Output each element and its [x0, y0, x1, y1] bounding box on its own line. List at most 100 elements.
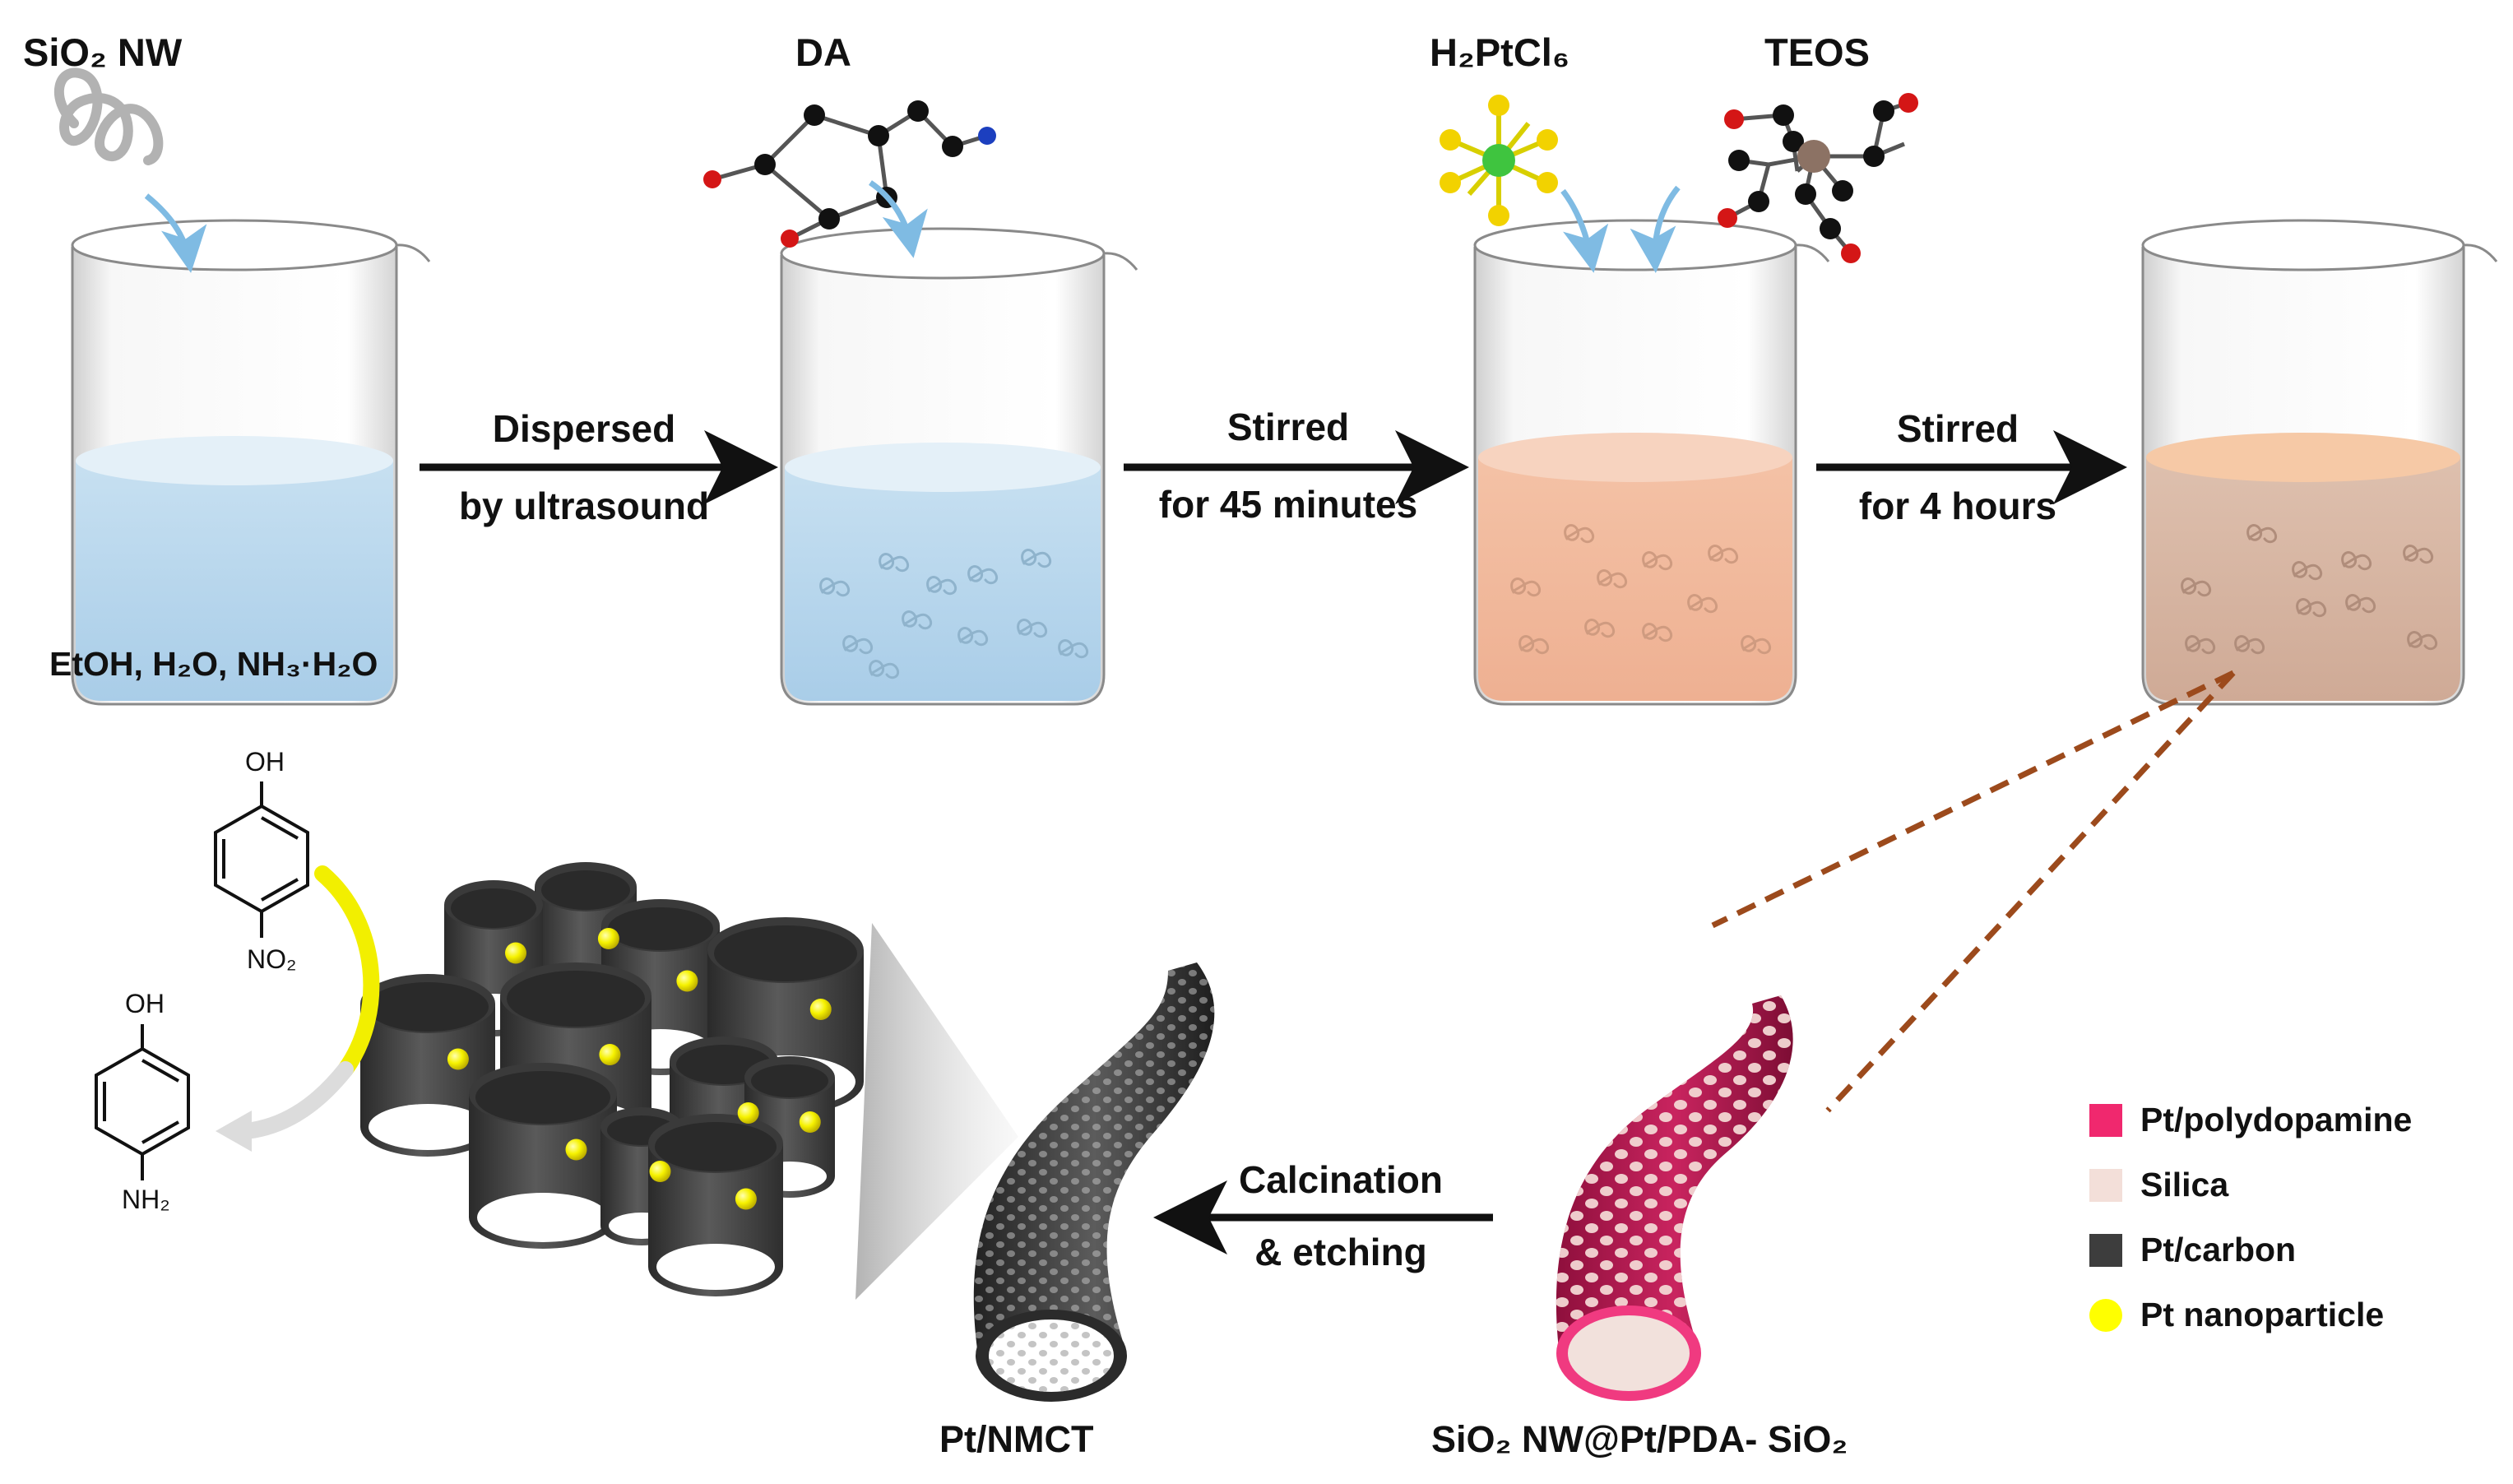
- nanowire-squiggle: [902, 610, 932, 630]
- nanowire-squiggle: [1021, 549, 1051, 568]
- nanowire-squiggle: [1058, 639, 1088, 659]
- beaker-1-solution: [76, 461, 393, 701]
- sio2-nanowire-icon: [54, 67, 164, 165]
- nanowire-squiggle: [926, 576, 957, 596]
- teos-molecule-icon: [1718, 93, 1918, 263]
- mesoporous-carbon-cylinders: [360, 862, 864, 1296]
- nanowire-squiggle: [2292, 561, 2322, 581]
- calcination-label: Calcination& etching: [1239, 1158, 1443, 1273]
- pt-nmct-tube-image: [973, 962, 1215, 1402]
- nanowire-squiggle: [1741, 635, 1771, 655]
- legend-label: Pt/polydopamine: [2140, 1101, 2413, 1139]
- composite-nanowire-image: [1556, 995, 1793, 1401]
- legend-item-pt-carbon: Pt/carbon: [2089, 1231, 2296, 1269]
- beaker-1: [71, 219, 431, 706]
- pt-nanoparticle: [737, 1102, 759, 1124]
- add-arrow-4: [1630, 185, 1681, 273]
- teos-label: TEOS: [1764, 30, 1870, 74]
- legend-label: Pt nanoparticle: [2140, 1296, 2385, 1333]
- legend-item-pt-polydopamine: Pt/polydopamine: [2089, 1101, 2412, 1139]
- beaker-4-solution: [2146, 457, 2460, 701]
- nanowire-squiggle: [2296, 598, 2326, 618]
- nanowire-squiggle: [1597, 569, 1627, 589]
- zoom-dashed-lines: [1711, 670, 2236, 1113]
- sio2-nw-label: SiO₂ NW: [23, 30, 183, 74]
- pt-nanoparticle: [649, 1161, 671, 1182]
- nanowire-squiggle: [2341, 551, 2372, 571]
- no2-label: NO₂: [247, 944, 297, 974]
- h2ptcl6-molecule-icon: [1440, 95, 1558, 226]
- pt-nanoparticle: [676, 970, 698, 992]
- nitrophenol-structure: [214, 781, 309, 938]
- nanowire-squiggle: [1584, 619, 1615, 638]
- oh-label-bottom: OH: [125, 989, 165, 1018]
- nanowire-squiggles: [819, 524, 2437, 679]
- cylinder-opening: [369, 1104, 487, 1150]
- h2ptcl6-label: H₂PtCl₆: [1430, 30, 1570, 74]
- nanowire-squiggle: [2403, 545, 2433, 564]
- legend-item-pt-nanoparticle: Pt nanoparticle: [2089, 1296, 2384, 1334]
- nanowire-squiggle: [879, 553, 909, 573]
- add-arrow-2: [869, 180, 928, 258]
- pt-nanoparticle: [809, 999, 832, 1020]
- nanowire-squiggle: [1564, 524, 1594, 544]
- nanowire-squiggle: [2185, 635, 2215, 655]
- nanowire-squiggle: [819, 577, 850, 597]
- nanowire-squiggle: [842, 635, 873, 655]
- pt-nanoparticle: [799, 1111, 821, 1133]
- pt-nanoparticle: [505, 942, 526, 964]
- nanowire-squiggle: [2407, 631, 2437, 651]
- nanowire-squiggle: [1017, 619, 1047, 638]
- add-arrow-1: [144, 193, 207, 273]
- dopamine-molecule-icon: [703, 100, 996, 248]
- magnification-cone: [855, 923, 1018, 1300]
- nanowire-squiggle: [1642, 623, 1672, 642]
- aminophenol-structure: [95, 1024, 190, 1180]
- pt-nmct-label: Pt/NMCT: [939, 1418, 1094, 1460]
- pt-nanoparticle: [597, 928, 619, 949]
- nanowire-squiggle: [1510, 577, 1541, 597]
- beaker-2-solution: [785, 467, 1101, 701]
- catalysis-arrow: [216, 865, 380, 1152]
- pt-nanoparticle: [599, 1044, 621, 1065]
- add-arrow-3: [1560, 188, 1609, 273]
- nanowire-squiggle: [1518, 635, 1549, 655]
- cylinder-pore: [541, 870, 630, 910]
- nanowire-squiggle: [1642, 551, 1672, 571]
- cylinder-pore: [655, 1122, 777, 1171]
- composite-label: SiO₂ NW@Pt/PDA- SiO₂: [1431, 1418, 1848, 1460]
- nanowire-squiggle: [2246, 524, 2277, 544]
- legend-label: Pt/carbon: [2140, 1231, 2297, 1268]
- nanowire-squiggle: [1708, 545, 1738, 564]
- cylinder-pore: [714, 925, 857, 981]
- pt-nanoparticle: [447, 1048, 469, 1070]
- nh2-label: NH₂: [122, 1185, 170, 1214]
- legend-label: Silica: [2140, 1166, 2229, 1203]
- cylinder-pore: [608, 907, 713, 950]
- pt-nanoparticle: [565, 1139, 587, 1161]
- legend-swatch: [2089, 1298, 2122, 1332]
- cylinder-pore: [475, 1071, 610, 1124]
- oh-label-top: OH: [245, 747, 285, 777]
- beaker-4: [2141, 219, 2498, 706]
- cylinder-pore: [367, 982, 489, 1032]
- nanowire-squiggle: [869, 660, 899, 679]
- nanowire-squiggle: [1687, 594, 1718, 614]
- nanowire-squiggle: [2181, 577, 2211, 597]
- legend-swatch: [2089, 1103, 2122, 1137]
- cylinder-opening: [656, 1244, 775, 1290]
- pt-nanoparticle: [735, 1188, 757, 1210]
- beaker-3-solution: [1478, 457, 1792, 701]
- solvents-label: EtOH, H₂O, NH₃·H₂O: [49, 645, 378, 683]
- da-label: DA: [795, 30, 851, 74]
- cylinder-pore: [451, 888, 536, 928]
- cylinder-pore: [751, 1064, 828, 1097]
- nanowire-squiggle: [967, 565, 998, 585]
- nanowire-squiggle: [2234, 635, 2265, 655]
- legend-swatch: [2089, 1233, 2122, 1267]
- legend-item-silica: Silica: [2089, 1166, 2228, 1204]
